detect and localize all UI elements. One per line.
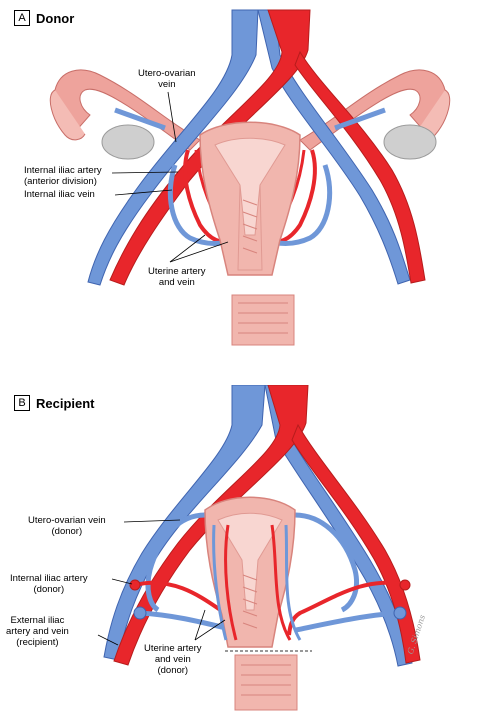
recipient-uterus: [204, 496, 302, 648]
left-ovarian-vein-segment: [114, 107, 166, 131]
recipient-panel-heading: B Recipient: [14, 395, 95, 411]
recipient-anatomy-illustration: [97, 385, 421, 711]
donor-leader-lines: [111, 91, 229, 263]
right-donor-internal-iliac-artery: [287, 579, 411, 636]
left-utero-ovarian-vein-donor: [145, 512, 206, 613]
donor-vaginal-segment: [231, 294, 295, 346]
recipient-panel: B Recipient: [0, 385, 500, 715]
label-internal-iliac-artery-donor: Internal iliac artery (donor): [10, 573, 88, 595]
iliac-veins: [87, 9, 411, 286]
recipient-panel-title: Recipient: [36, 395, 95, 411]
label-external-iliac-recipient: External iliac artery and vein (recipien…: [6, 615, 69, 648]
recipient-vaginal-segment: [234, 654, 298, 711]
label-utero-ovarian-vein: Utero-ovarian vein: [138, 68, 196, 90]
right-ovary: [383, 124, 437, 160]
donor-anatomy-illustration: [49, 9, 451, 346]
panel-letter-b: B: [14, 395, 30, 411]
donor-uterus: [199, 121, 301, 276]
right-ovarian-vein-segment: [334, 107, 386, 131]
label-internal-iliac-vein: Internal iliac vein: [24, 189, 95, 200]
panel-letter-a: A: [14, 10, 30, 26]
label-uterine-artery-and-vein: Uterine artery and vein: [148, 266, 206, 288]
donor-panel-title: Donor: [36, 10, 75, 26]
label-internal-iliac-artery: Internal iliac artery (anterior division…: [24, 165, 102, 187]
label-utero-ovarian-vein-donor: Utero-ovarian vein (donor): [28, 515, 106, 537]
donor-panel: A Donor: [14, 9, 451, 346]
left-ovary: [101, 124, 155, 160]
donor-panel-heading: A Donor: [14, 10, 74, 26]
right-utero-ovarian-vein-donor: [294, 512, 359, 613]
label-uterine-artery-and-vein-donor: Uterine artery and vein (donor): [144, 643, 202, 676]
recipient-leader-lines: [97, 519, 226, 646]
